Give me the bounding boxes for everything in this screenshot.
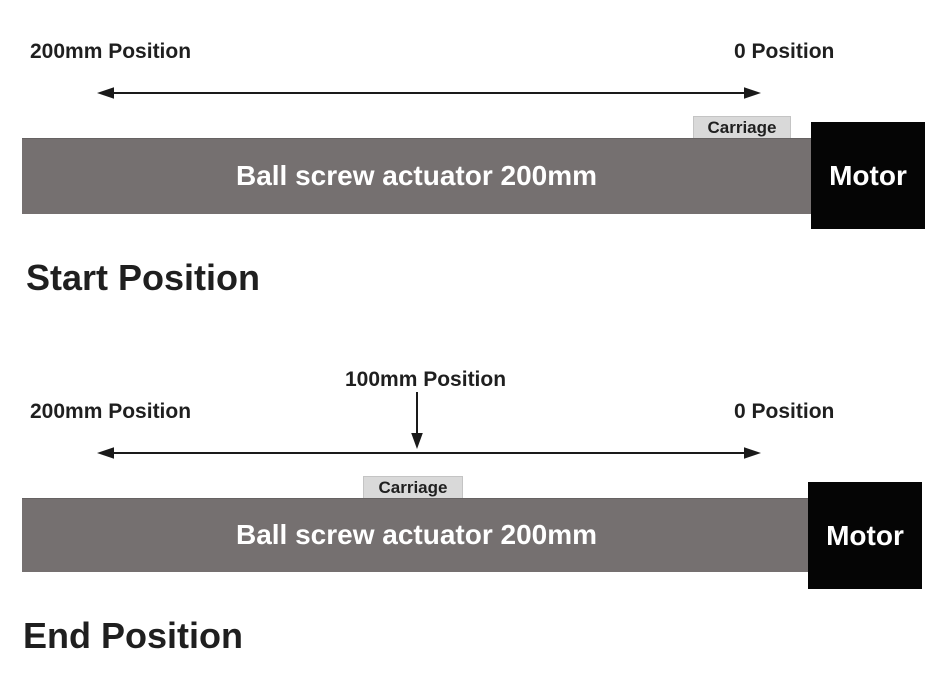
end-actuator-label: Ball screw actuator 200mm: [235, 519, 598, 550]
end-left-position-label: 200mm Position: [30, 400, 192, 423]
end-position-heading: End Position: [23, 615, 243, 656]
start-motor-label: Motor: [829, 159, 907, 191]
start-left-position-label: 200mm Position: [30, 40, 192, 63]
start-carriage-label: Carriage: [707, 118, 777, 137]
start-right-position-label: 0 Position: [734, 40, 835, 63]
travel-range-arrow-icon: [97, 87, 761, 99]
start-carriage: Carriage: [693, 116, 791, 140]
start-motor-block: Motor: [811, 122, 925, 229]
end-carriage: Carriage: [363, 476, 463, 500]
end-carriage-label: Carriage: [378, 478, 448, 497]
travel-range-arrow-icon: [97, 447, 761, 459]
end-motor-label: Motor: [826, 519, 904, 551]
end-right-position-label: 0 Position: [734, 400, 835, 423]
start-position-heading: Start Position: [26, 257, 261, 298]
end-actuator-bar: Ball screw actuator 200mm: [22, 498, 811, 572]
start-actuator-bar: Ball screw actuator 200mm: [22, 138, 811, 214]
end-motor-block: Motor: [808, 482, 922, 589]
start-actuator-label: Ball screw actuator 200mm: [235, 160, 598, 191]
end-carriage-position-label: 100mm Position: [345, 368, 507, 391]
carriage-pointer-arrow-icon: [411, 392, 423, 449]
